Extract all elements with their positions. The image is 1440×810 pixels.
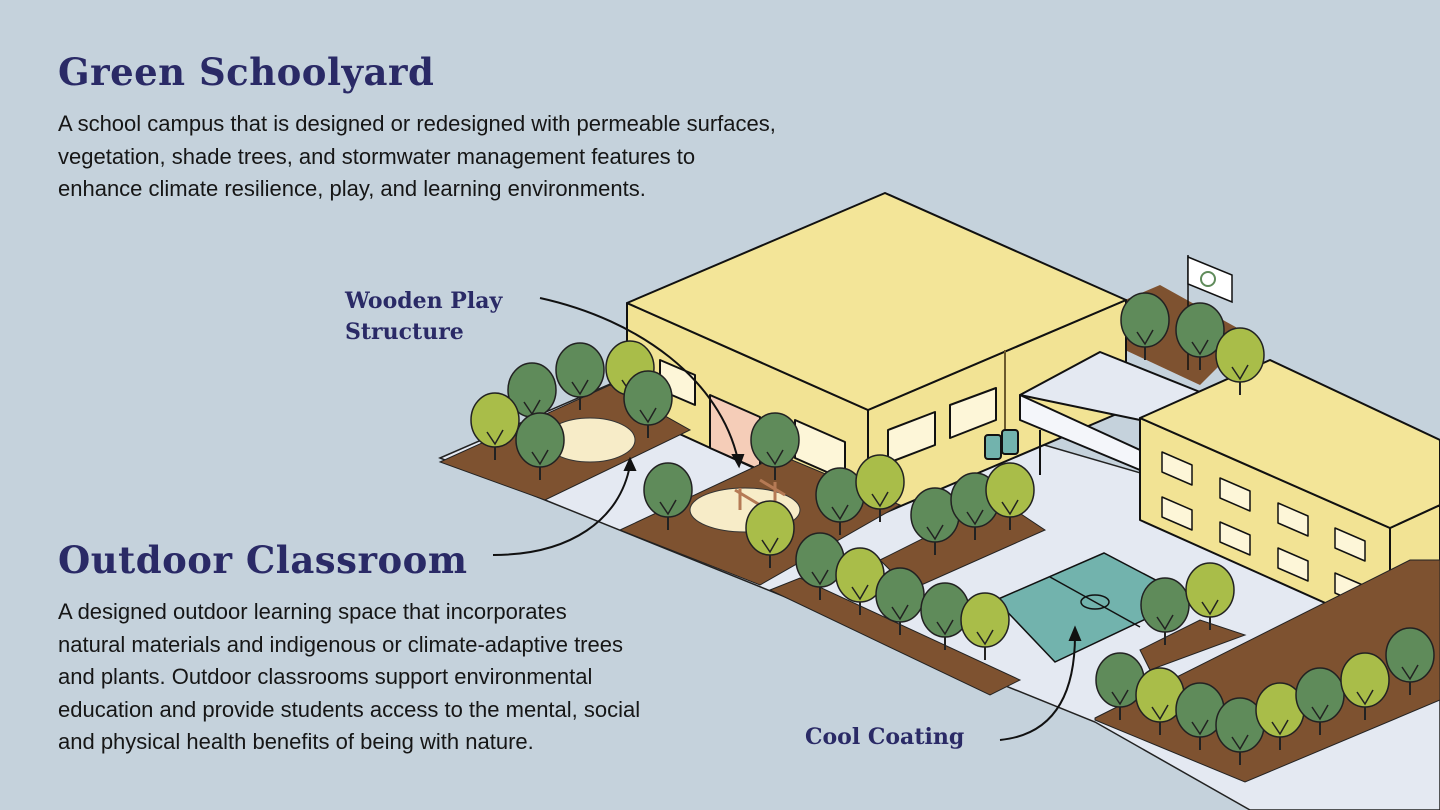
tree <box>1175 302 1225 370</box>
tree <box>960 592 1010 660</box>
callout-arrows <box>492 297 1082 741</box>
tree <box>1175 682 1225 750</box>
description-line: natural materials and indigenous or clim… <box>58 631 623 657</box>
description-line: and plants. Outdoor classrooms support e… <box>58 664 593 689</box>
green-schoolyard-title: Green Schoolyard <box>58 50 435 94</box>
tree <box>1120 292 1170 360</box>
window <box>1219 521 1251 556</box>
tree <box>745 500 795 568</box>
tree <box>920 582 970 650</box>
description-line: A school campus that is designed or rede… <box>58 111 776 136</box>
description-line: vegetation, shade trees, and stormwater … <box>58 143 696 169</box>
description-line: enhance climate resilience, play, and le… <box>58 176 646 201</box>
tree <box>875 567 925 635</box>
tree <box>470 392 520 460</box>
tree <box>750 412 800 480</box>
tree <box>835 547 885 615</box>
tree <box>985 462 1035 530</box>
tree <box>1095 652 1145 720</box>
green-schoolyard-description: A school campus that is designed or rede… <box>58 108 776 206</box>
window <box>1161 496 1193 531</box>
cool-coating-label: Cool Coating <box>805 724 965 750</box>
description-line: and physical health benefits of being wi… <box>58 729 534 754</box>
outdoor-classroom-title: Outdoor Classroom <box>58 538 468 582</box>
tree <box>1215 327 1265 395</box>
tree <box>910 487 960 555</box>
label-line: Structure <box>345 319 464 345</box>
window <box>1334 527 1366 562</box>
tree <box>555 342 605 410</box>
description-line: education and provide students access to… <box>58 696 641 722</box>
tree <box>855 454 905 522</box>
window <box>1219 477 1251 512</box>
tree <box>1140 577 1190 645</box>
tree <box>643 462 693 530</box>
tree <box>515 412 565 480</box>
tree <box>1295 667 1345 735</box>
label-line: Wooden Play <box>345 288 503 314</box>
tree <box>1340 652 1390 720</box>
wooden-play-structure <box>734 478 786 510</box>
window <box>1277 547 1309 582</box>
outdoor-classroom-description: A designed outdoor learning space that i… <box>58 596 640 759</box>
tree <box>1385 627 1435 695</box>
wooden-play-structure-label: Wooden Play Structure <box>345 286 502 348</box>
window <box>1277 502 1309 537</box>
window <box>1161 451 1193 486</box>
tree <box>623 370 673 438</box>
description-line: A designed outdoor learning space that i… <box>58 599 567 624</box>
tree <box>1185 562 1235 630</box>
trees <box>470 292 1435 765</box>
